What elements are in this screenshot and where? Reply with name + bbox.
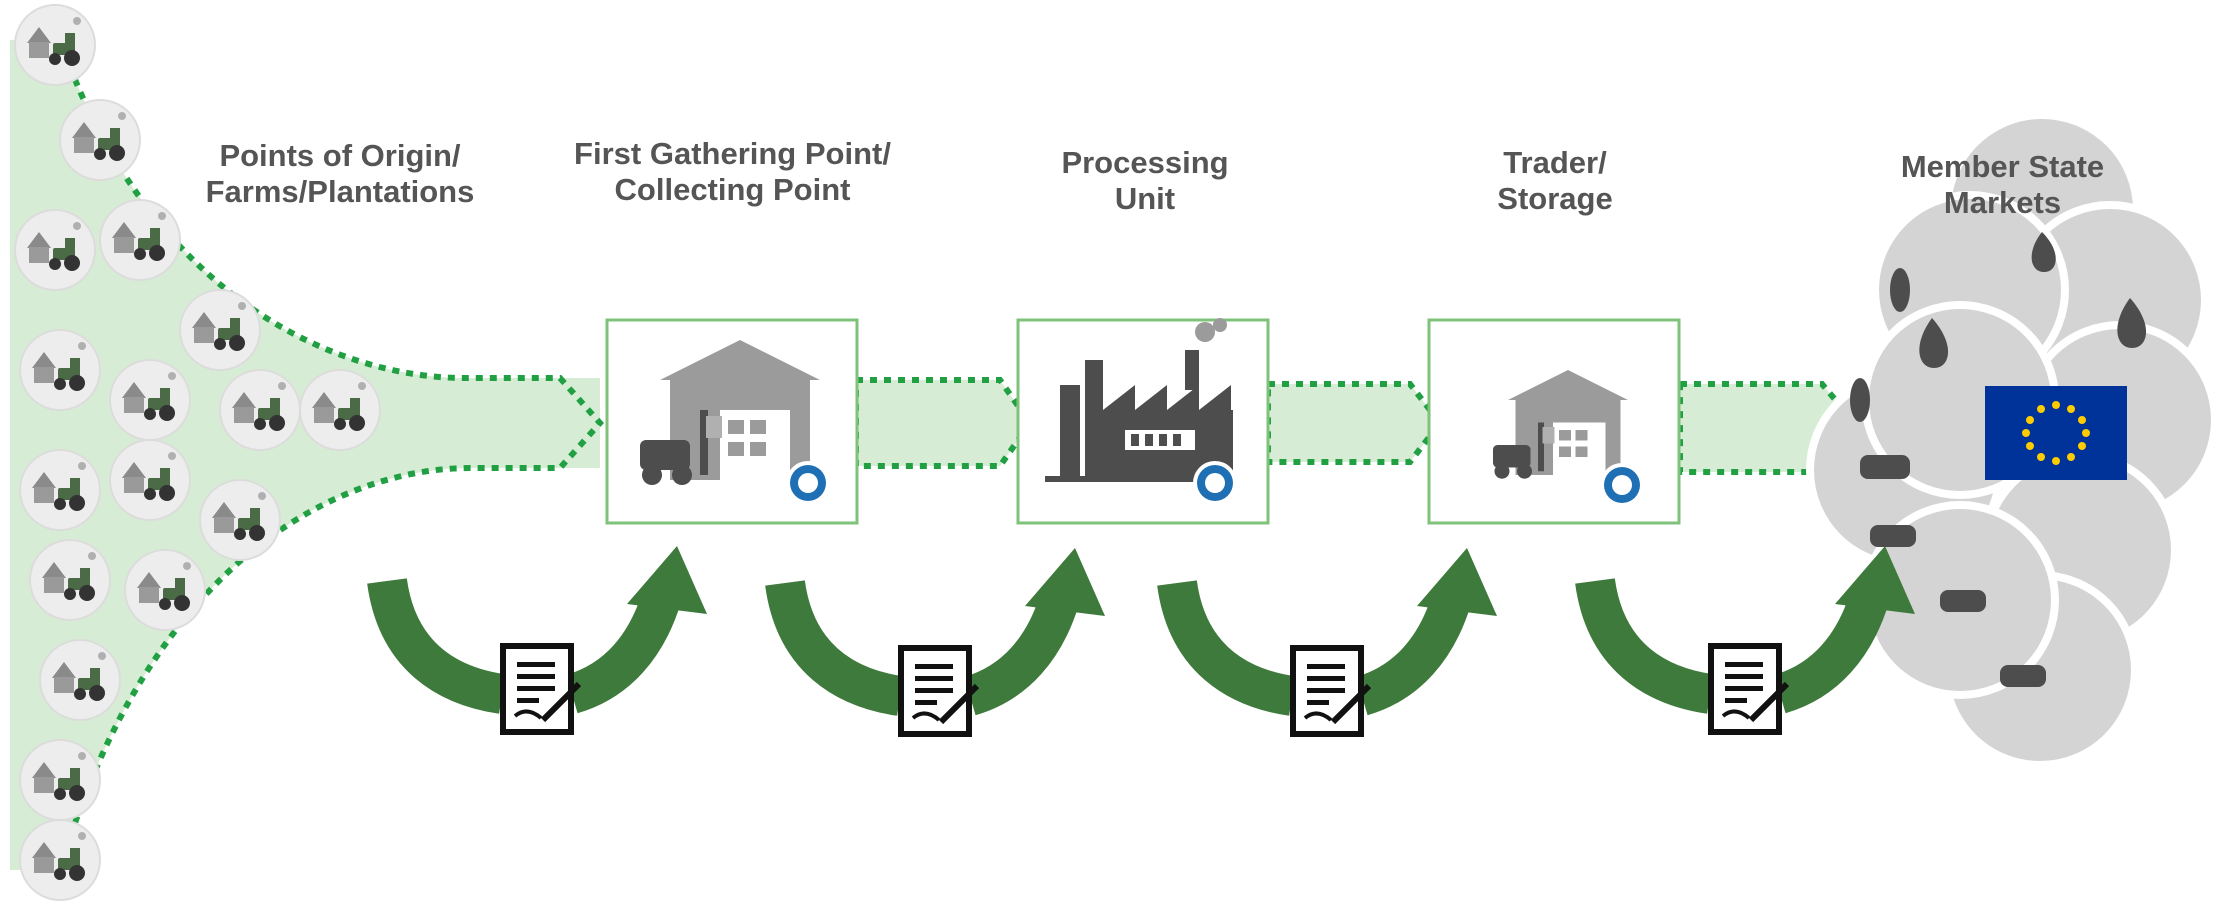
certificate-document-icon: [785, 548, 1105, 734]
eu-flag-icon: [1985, 386, 2127, 480]
iscc-badge-icon: [786, 461, 830, 505]
certificate-document-icon: [1177, 548, 1497, 734]
origin-funnel: [10, 4, 605, 901]
stage-box-gathering: [605, 318, 859, 525]
stage-label-origin: Points of Origin/ Farms/Plantations: [205, 138, 475, 209]
flow-connectors: [853, 377, 1859, 475]
stage-label-trader: Trader/ Storage: [1497, 145, 1613, 216]
factory-icon: [1045, 318, 1235, 482]
certificate-document-icon: [387, 546, 707, 732]
connector-1: [853, 377, 1034, 469]
market-products-icon: [1806, 111, 2219, 769]
stage-label-gathering: First Gathering Point/ Collecting Point: [574, 136, 891, 207]
stage-label-markets: Member State Markets: [1900, 149, 2105, 220]
connector-2: [1265, 381, 1444, 465]
stage-box-trader: [1427, 318, 1681, 525]
stage-box-processing: [1016, 318, 1270, 525]
iscc-badge-icon: [1193, 461, 1237, 505]
certificate-document-icon: [1595, 546, 1915, 732]
iscc-badge-icon: [1600, 463, 1644, 507]
stage-label-processing: Processing Unit: [1061, 145, 1229, 216]
